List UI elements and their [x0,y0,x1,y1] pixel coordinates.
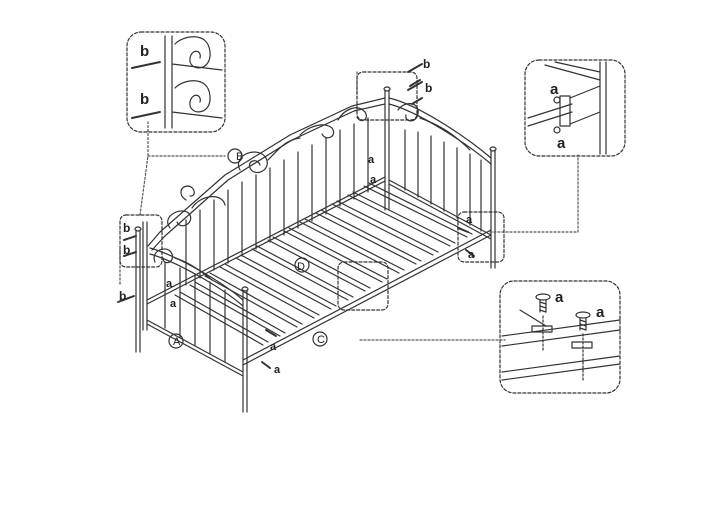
label-A: A [173,336,181,348]
label-a-frame2: a [370,174,377,186]
screw-icon [131,61,161,119]
label-D: D [297,261,305,273]
bolt-icon [575,311,591,383]
slats: D [174,182,473,346]
front-rail: C [242,229,492,366]
label-a-detail4: a [596,304,605,321]
label-a-frame6: a [274,364,281,376]
label-a-frame4: a [170,298,177,310]
label-C: C [317,334,325,346]
label-b-top1: b [423,57,430,71]
label-b-detail2: b [140,91,149,108]
detail-middle [337,261,389,311]
label-b-detail1: b [140,43,149,60]
label-a-frame7: a [466,214,473,226]
label-a-frame3: a [166,278,173,290]
bed-frame: B [134,86,497,413]
label-b-top2: b [425,81,432,95]
label-a-frame8: a [468,249,475,261]
back-panel: B [142,86,391,331]
label-b-left1: b [123,221,130,235]
detail-top-right [524,59,626,157]
leader-lines [119,71,579,341]
detail-bottom-right [499,280,621,394]
label-a-detail3: a [555,289,564,306]
scroll-ornament [167,210,192,229]
label-a-frame1: a [368,154,375,166]
detail-top-center [356,71,418,121]
label-b-left3: b [119,289,126,303]
left-end-panel: A [146,247,249,413]
label-a-detail1: a [550,81,559,98]
bolt-icon [535,293,551,351]
label-a-frame5: a [270,341,277,353]
screw-icon [407,63,423,73]
label-a-detail2: a [557,135,566,152]
label-b-left2: b [123,243,130,257]
detail-right [457,211,505,263]
screw-icon [261,79,475,369]
label-B: B [236,151,243,163]
right-end-panel [388,97,497,269]
detail-left [119,214,163,268]
detail-top-left [126,31,226,133]
